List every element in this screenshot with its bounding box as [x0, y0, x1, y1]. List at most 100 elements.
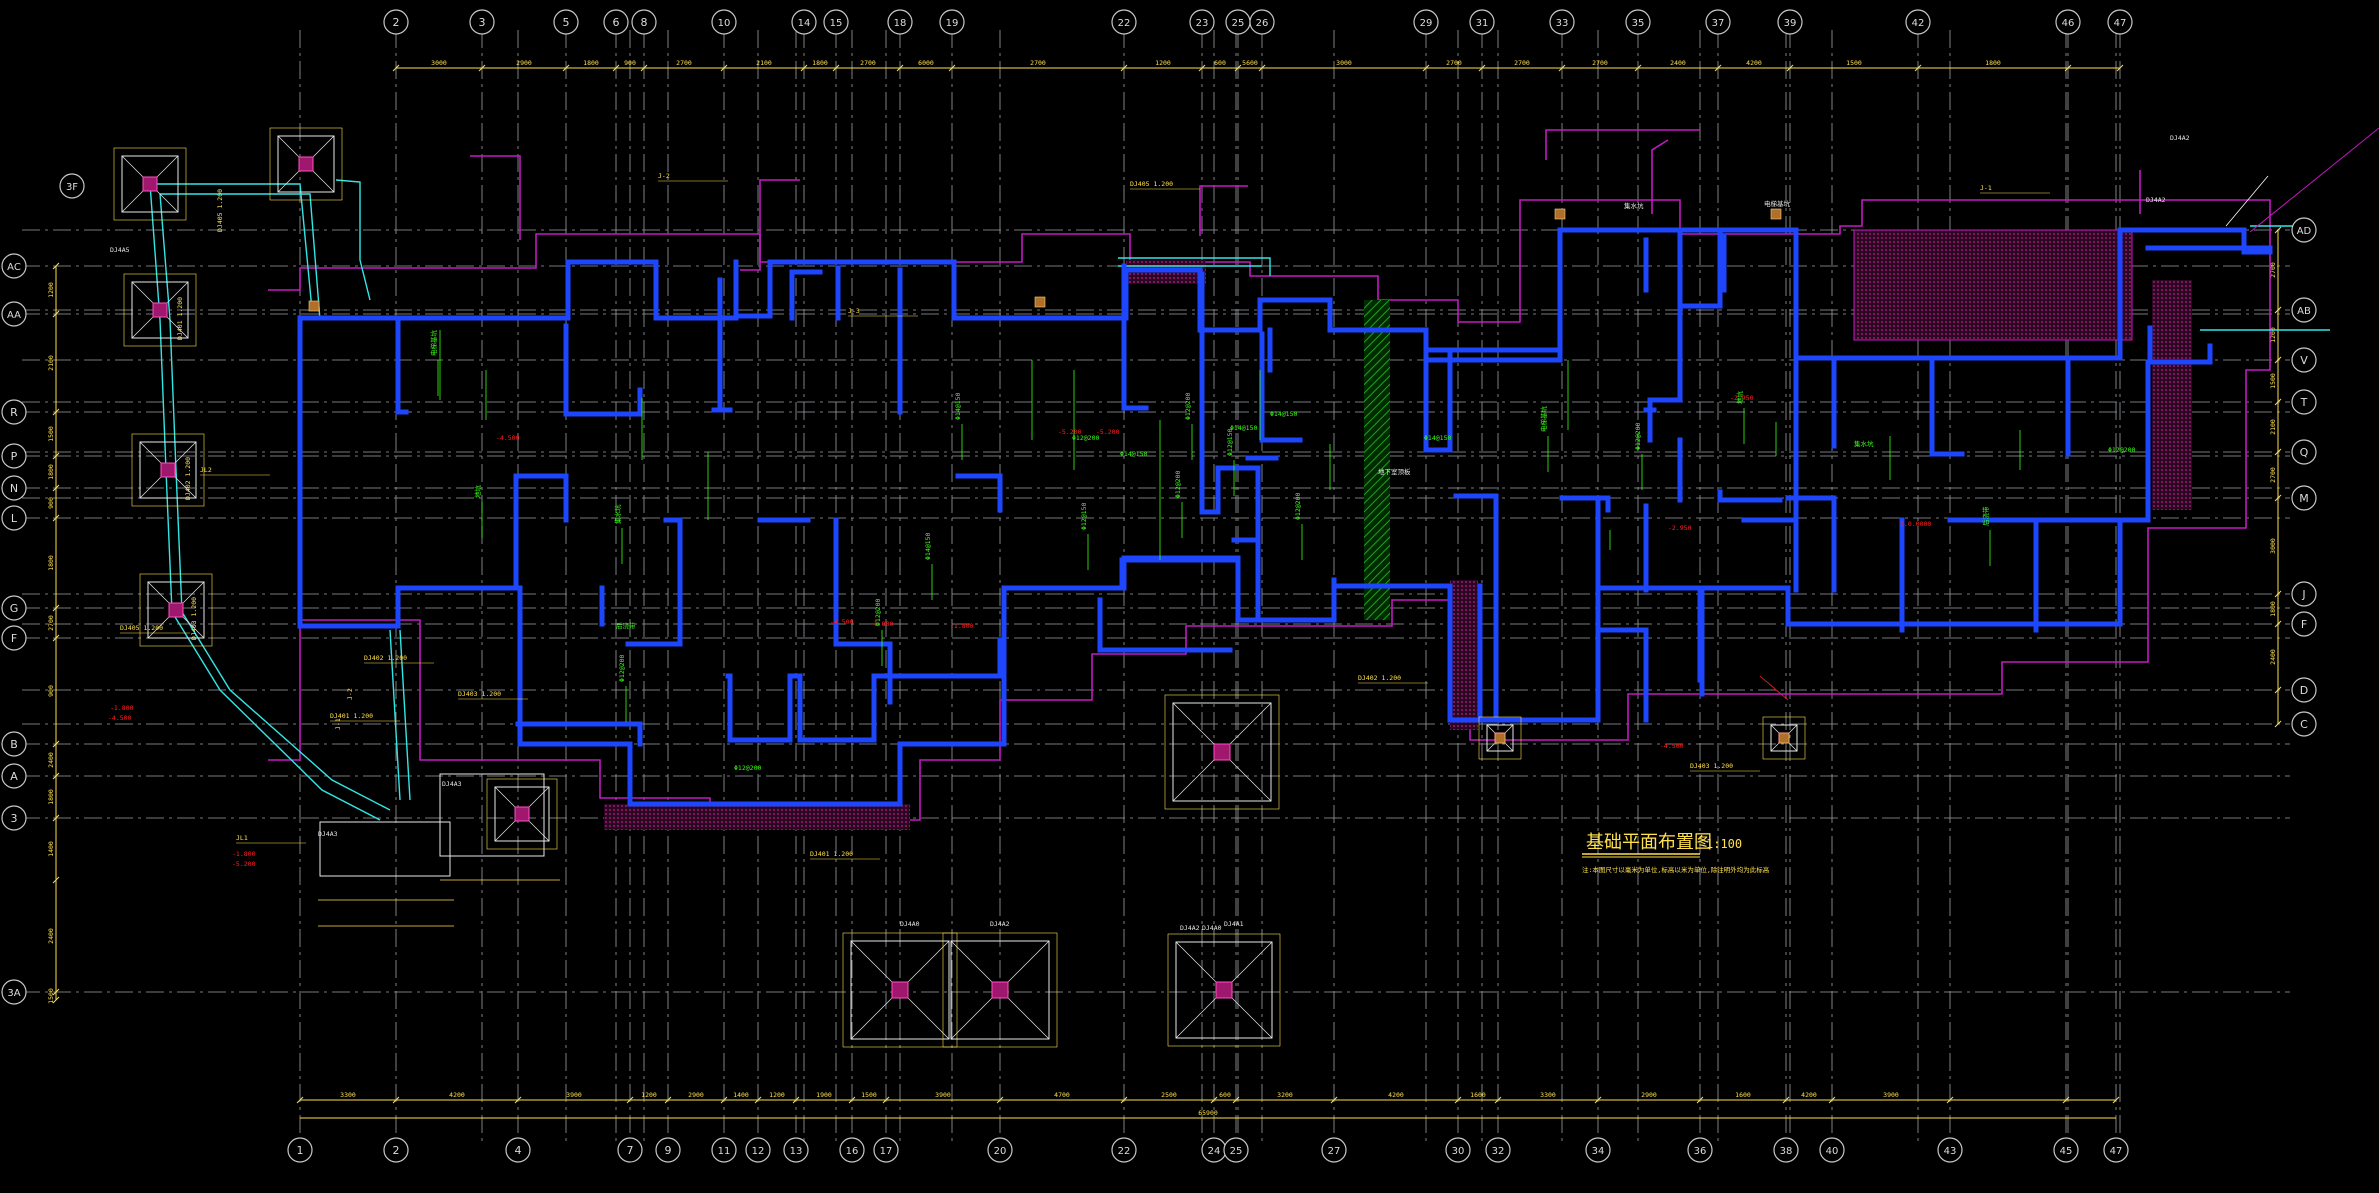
footing-dim-frame: [842, 932, 958, 1048]
dim-top-tick: [1198, 64, 1206, 72]
dim-bottom-tick: [996, 1096, 1004, 1104]
axis-bubble-circle: [1905, 9, 1931, 35]
wall-segment: [517, 473, 569, 523]
axis-bubble-label: 29: [1420, 18, 1433, 29]
leader-note: DJ401 1.200: [810, 850, 853, 858]
hatch-area-ne-strip: [2152, 280, 2192, 510]
dim-bottom-label: 3300: [1540, 1091, 1556, 1099]
axis-bubble-circle: [1585, 1137, 1611, 1163]
wall-segment: [1567, 495, 1601, 723]
dim-left-tick: [52, 634, 60, 642]
column-marker: [308, 300, 320, 312]
axis-bubble-label: D: [2300, 684, 2308, 697]
dim-left-tick: [52, 514, 60, 522]
dim-right-tick: [2274, 226, 2282, 234]
axis-bottom-40: 40: [1819, 1137, 1845, 1163]
axis-bubble-circle: [1, 625, 27, 651]
wall-segment: [1559, 495, 1611, 513]
dim-left-label: 1400: [47, 841, 55, 857]
dim-left-tick: [52, 262, 60, 270]
wall-segment: [1677, 231, 1723, 309]
axis-bubble-label: 19: [946, 18, 959, 29]
axis-bubble-label: 3: [11, 812, 18, 825]
axis-bubble-circle: [1111, 9, 1137, 35]
dim-bottom-tick: [1696, 1096, 1704, 1104]
dim-left-label: 1800: [47, 789, 55, 805]
elevation-label: 1.0.0000: [1900, 520, 1931, 528]
dim-top-tick: [1786, 64, 1794, 72]
axis-top-33: 33: [1549, 9, 1575, 35]
dim-top-tick: [1258, 64, 1266, 72]
note-label: 地下室顶板: [1378, 467, 1411, 476]
wall-segment: [725, 673, 793, 743]
elevation-label: -2.950: [1730, 394, 1754, 402]
axis-bubble-circle: [617, 1137, 643, 1163]
axis-bubble-circle: [745, 1137, 771, 1163]
axis-bubble-label: 23: [1196, 18, 1209, 29]
dim-top-label: 1800: [1985, 59, 2001, 67]
axis-bottom-25: 25: [1223, 1137, 1249, 1163]
axis-left-3: 3: [1, 805, 27, 831]
dim-top-tick: [896, 64, 904, 72]
footing-column: [168, 602, 184, 618]
dim-right-tick: [2274, 720, 2282, 728]
dim-top-label: 1800: [812, 59, 828, 67]
axis-bubble-label: L: [11, 512, 18, 525]
axis-bubble-circle: [2103, 1137, 2129, 1163]
dim-bottom-tick: [2062, 1096, 2070, 1104]
dim-right-label: 1500: [2269, 373, 2277, 389]
axis-left-N: N: [1, 475, 27, 501]
dim-right-tick: [2274, 448, 2282, 456]
rebar-label: Φ12@200: [1634, 423, 1642, 450]
axis-bubble-circle: [2053, 1137, 2079, 1163]
axis-top-23: 23: [1189, 9, 1215, 35]
dim-top-label: 2900: [516, 59, 532, 67]
rebar-label: Φ12@200: [2108, 446, 2135, 454]
leader-note: DJ403 1.200: [458, 690, 501, 698]
dim-top-tick: [612, 64, 620, 72]
leader-ne2: [2225, 175, 2269, 227]
axis-bubble-label: 15: [830, 18, 843, 29]
green-hatch-band: [1364, 300, 1390, 620]
axis-bubble-label: 39: [1784, 18, 1797, 29]
wall-segment: [1647, 231, 1683, 443]
dim-top-tick: [1914, 64, 1922, 72]
axis-bubble-circle: [2291, 611, 2317, 637]
footing-outline: [1486, 724, 1514, 752]
axis-bubble-circle: [631, 9, 657, 35]
dim-right-label: 1800: [2269, 601, 2277, 617]
rebar-label: Φ12@200: [874, 599, 882, 626]
axis-bubble-label: 20: [994, 1146, 1007, 1157]
leader-note: J-2: [658, 172, 670, 180]
rebar-label: Φ12@200: [734, 764, 761, 772]
axis-right-J: J: [2291, 581, 2317, 607]
dim-bottom-tick: [514, 1096, 522, 1104]
axis-bubble-circle: [655, 1137, 681, 1163]
dim-bottom-label: 1400: [733, 1091, 749, 1099]
foundation-walls: [297, 227, 2273, 807]
wall-segment: [833, 517, 893, 705]
axis-bubble-label: AA: [7, 310, 21, 321]
dim-bottom-label: 2900: [688, 1091, 704, 1099]
note-label: 集水坑: [1624, 201, 1644, 210]
footing-SW-rect2: [439, 773, 545, 857]
footing-W5: [139, 573, 213, 647]
rebar-label: 地坑: [473, 485, 482, 499]
elevation-label: -1.800: [232, 850, 256, 858]
dim-right-tick: [2274, 356, 2282, 364]
axis-bottom-38: 38: [1773, 1137, 1799, 1163]
dim-bottom-tick: [720, 1096, 728, 1104]
axis-bubble-circle: [469, 9, 495, 35]
axis-left-R: R: [1, 399, 27, 425]
rebar-label: 后浇带: [616, 621, 636, 630]
axis-bubble-circle: [2291, 677, 2317, 703]
axis-bubble-circle: [2291, 711, 2317, 737]
axis-bottom-24: 24: [1201, 1137, 1227, 1163]
axis-bubble-circle: [1937, 1137, 1963, 1163]
axis-left-F: F: [1, 625, 27, 651]
rebar-label: Φ14@150: [1230, 424, 1257, 432]
dim-bottom-tick: [1232, 1096, 1240, 1104]
dim-top-tick: [478, 64, 486, 72]
dim-top-label: 2700: [1514, 59, 1530, 67]
dim-left-label: 1800: [47, 464, 55, 480]
